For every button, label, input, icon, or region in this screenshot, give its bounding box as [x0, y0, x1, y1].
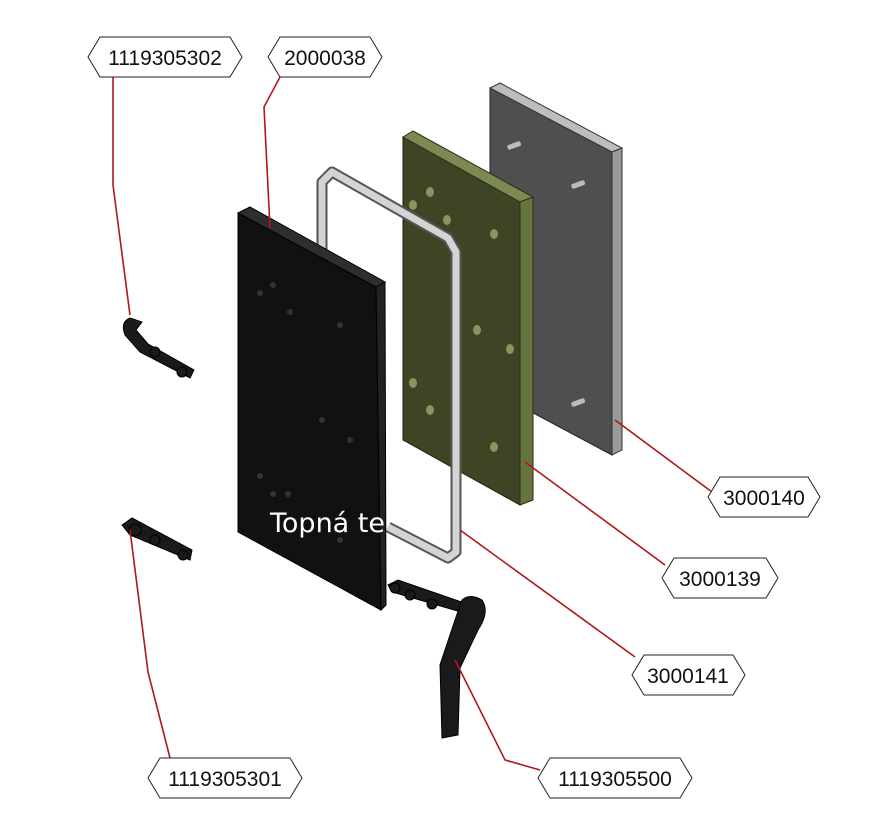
- tube-frame: [316, 166, 462, 564]
- black-plate: [236, 206, 387, 612]
- callout-label: 2000038: [284, 47, 366, 70]
- latch-handle: [387, 579, 486, 739]
- callout-label: 3000139: [679, 568, 761, 591]
- callout-3000141[interactable]: 3000141: [631, 654, 746, 696]
- green-plate: [402, 130, 535, 506]
- hinge-bottom: [121, 517, 193, 561]
- callout-label: 3000141: [647, 665, 729, 688]
- callout-3000139[interactable]: 3000139: [661, 557, 779, 599]
- callout-2000038[interactable]: 2000038: [267, 36, 383, 78]
- hinge-top: [122, 317, 195, 379]
- callout-label: 1119305302: [108, 47, 222, 70]
- callout-1119305500[interactable]: 1119305500: [537, 757, 693, 799]
- overlay-title: Topná te: [269, 508, 385, 539]
- callout-label: 1119305301: [168, 768, 282, 791]
- callout-label: 3000140: [723, 487, 805, 510]
- callout-label: 1119305500: [558, 768, 672, 791]
- leader-lines: [112, 76, 713, 771]
- callout-3000140[interactable]: 3000140: [707, 476, 821, 518]
- callout-1119305301[interactable]: 1119305301: [147, 757, 303, 799]
- callout-1119305302[interactable]: 1119305302: [87, 36, 243, 78]
